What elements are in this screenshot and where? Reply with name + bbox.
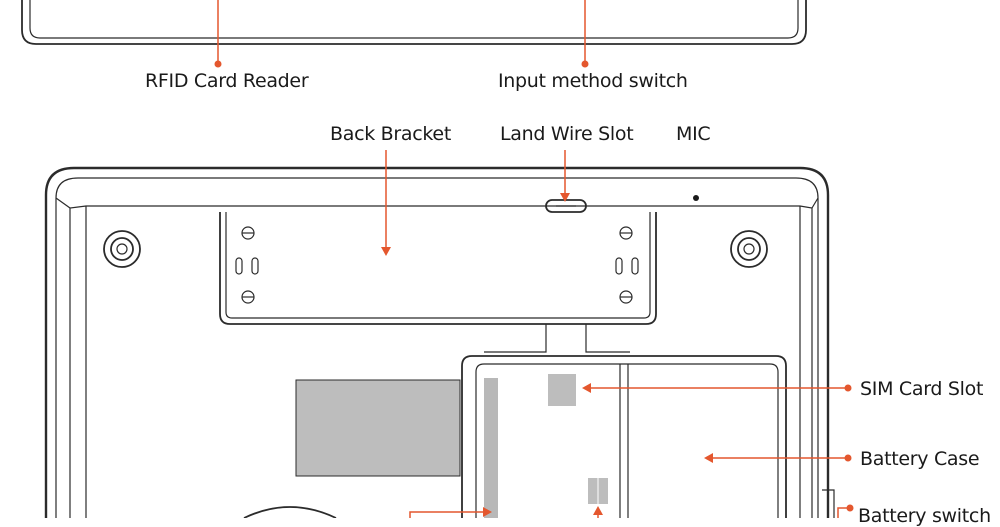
label-battery-switch: Battery switch — [858, 505, 991, 527]
label-mic: MIC — [676, 123, 711, 145]
label-sim-card-slot: SIM Card Slot — [860, 378, 984, 400]
device-housing — [44, 166, 830, 518]
bracket-neck — [484, 324, 630, 353]
label-back-bracket: Back Bracket — [330, 123, 451, 145]
leader-bottom-mid-arrowhead — [593, 506, 603, 515]
grille-block — [295, 379, 461, 477]
label-battery-case: Battery Case — [860, 448, 980, 470]
leader-battery-case-dot — [844, 454, 852, 462]
label-input-method-switch: Input method switch — [498, 70, 688, 92]
leader-bottom-left — [409, 511, 484, 518]
left-screw-hole — [103, 230, 141, 268]
right-screw-hole — [730, 230, 768, 268]
leader-sim-arrowhead — [582, 383, 591, 393]
leader-battery-case-arrowhead — [704, 453, 713, 463]
leader-back-bracket-arrowhead — [381, 247, 391, 256]
label-land-wire-slot: Land Wire Slot — [500, 123, 634, 145]
sim-card-slot — [548, 374, 576, 406]
leader-sim-dot — [844, 384, 852, 392]
leader-bottom-left-arrowhead — [483, 507, 492, 517]
leader-land-wire-arrowhead — [560, 193, 570, 202]
leader-input-switch-dot — [581, 60, 589, 68]
front-panel — [21, 0, 807, 45]
speaker-arc — [243, 506, 337, 518]
label-rfid-card-reader: RFID Card Reader — [145, 70, 309, 92]
back-bracket — [219, 212, 657, 325]
leader-battery-switch — [837, 507, 850, 518]
leader-lines — [214, 0, 854, 518]
leader-rfid-dot — [214, 60, 222, 68]
leader-battery-switch-dot — [846, 504, 854, 512]
battery-compartment — [461, 355, 787, 518]
mic-hole — [693, 195, 699, 201]
